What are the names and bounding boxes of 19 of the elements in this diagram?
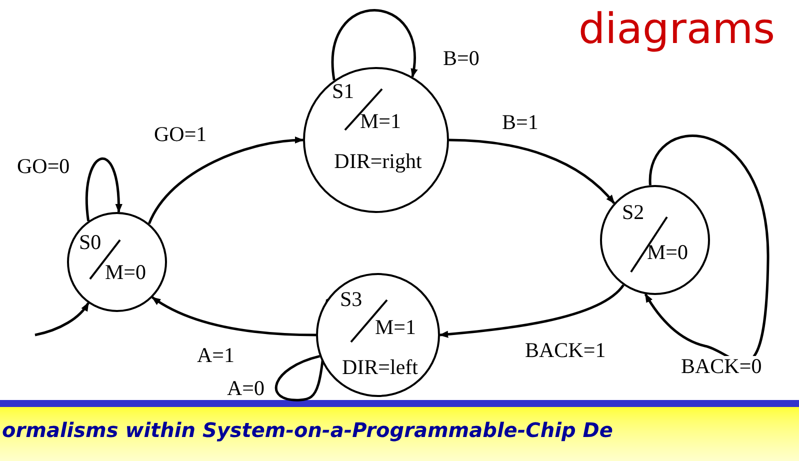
state-text: S2 (622, 202, 644, 223)
transition-arrow (448, 138, 616, 204)
transition-arrow (439, 284, 624, 338)
state-text: S3 (340, 289, 362, 310)
state-text: DIR=right (333, 151, 423, 172)
state-text: M=1 (375, 317, 416, 338)
transition-arrow (331, 9, 417, 80)
transition-arrow (34, 302, 90, 336)
state-text: S0 (79, 232, 102, 253)
state-text: M=0 (105, 262, 146, 283)
state-text: M=1 (360, 111, 402, 132)
slide-title: diagrams (578, 8, 775, 50)
state-text: S1 (332, 81, 354, 102)
transition-arrow (148, 136, 304, 224)
state-text: DIR=left (341, 357, 419, 378)
footer-text: ormalisms within System-on-a-Programmable-Chip De (2, 420, 613, 440)
transition-arrow (86, 158, 122, 222)
state-text: M=0 (647, 242, 688, 263)
transition-arrow (152, 296, 316, 336)
